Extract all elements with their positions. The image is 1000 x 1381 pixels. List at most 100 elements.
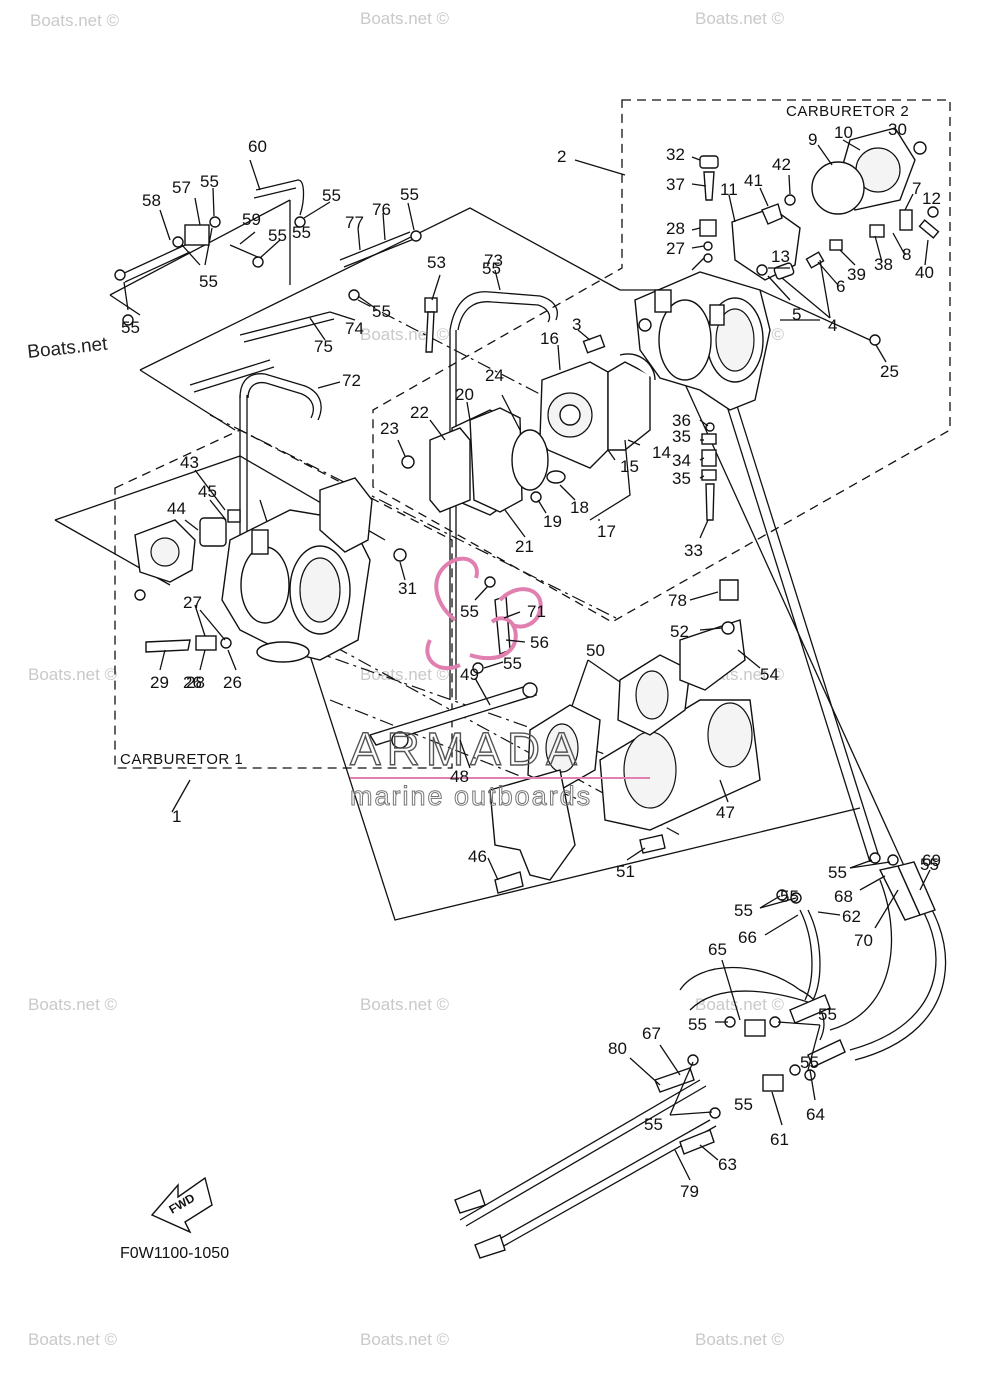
leader	[849, 859, 873, 869]
callout-number: 14	[652, 443, 671, 462]
carb-2-bore-inner	[715, 308, 755, 372]
callout-number: 43	[180, 453, 199, 472]
callout-number: 74	[345, 319, 364, 338]
rod-49-end	[391, 731, 409, 749]
callout-number: 27	[183, 593, 202, 612]
hose-66	[807, 909, 821, 1001]
leader	[382, 212, 386, 241]
leader	[699, 457, 705, 461]
callout-number: 24	[485, 366, 504, 385]
ring-26	[703, 253, 713, 263]
callout-number: 22	[410, 403, 429, 422]
leader	[691, 245, 705, 249]
callout-number: 32	[666, 145, 685, 164]
rod-end	[474, 1234, 506, 1259]
leader	[771, 1091, 783, 1126]
callout-number: 55	[644, 1115, 663, 1134]
carb-1-bore-inner	[299, 557, 341, 623]
callout-number: 75	[314, 337, 333, 356]
callout-number: 51	[616, 862, 635, 881]
leader	[788, 174, 791, 195]
logo-swirl	[434, 556, 479, 622]
callout-number: 9	[808, 130, 817, 149]
screw-13	[756, 264, 768, 276]
leader	[859, 875, 886, 891]
fitting-55	[789, 994, 831, 1024]
callout-number: 8	[902, 245, 911, 264]
callout-number: 19	[543, 512, 562, 531]
manifold-47-port	[707, 702, 753, 768]
rod-49-end	[522, 682, 538, 698]
callout-number: 73	[484, 251, 503, 270]
leader	[399, 561, 406, 581]
leader	[874, 889, 899, 929]
callout-number: 33	[684, 541, 703, 560]
assembly-line	[109, 294, 141, 316]
callout-number: 61	[770, 1130, 789, 1149]
leader	[505, 639, 526, 643]
callout-number: 26	[223, 673, 242, 692]
callout-number: 10	[834, 123, 853, 142]
leader	[626, 847, 646, 861]
callout-number: 62	[842, 907, 861, 926]
logo-swirl	[498, 587, 543, 629]
callout-number: 30	[888, 120, 907, 139]
pin-40	[918, 219, 940, 239]
leader	[587, 659, 621, 683]
callout-number: 11	[720, 180, 738, 199]
rod-end	[454, 1189, 486, 1214]
gasket-50-hole	[635, 670, 669, 720]
callout-number: 55	[780, 887, 799, 906]
callout-number: 3	[572, 315, 581, 334]
callout-number: 55	[200, 172, 219, 191]
callout-number: 45	[198, 482, 217, 501]
diaphragm-9	[811, 161, 865, 215]
leader	[817, 911, 841, 916]
callout-number: 55	[920, 855, 939, 874]
callout-number: 47	[716, 803, 735, 822]
callout-number: 48	[450, 767, 469, 786]
watermark-text: Boats.net ©	[695, 9, 785, 28]
brand-tagline: marine outboards	[350, 781, 592, 811]
callout-number: 56	[530, 633, 549, 652]
leader	[839, 249, 856, 266]
plate-22	[429, 427, 471, 513]
clip-55	[122, 314, 134, 326]
callout-number: 55	[268, 226, 287, 245]
callout-number: 66	[738, 928, 757, 947]
plate-41	[761, 203, 783, 225]
ring-36	[705, 422, 715, 432]
leader	[892, 232, 906, 256]
leader	[123, 281, 129, 311]
callout-number: 4	[828, 316, 837, 335]
leader	[669, 1111, 713, 1116]
leader	[407, 202, 415, 231]
rod-63	[485, 1125, 717, 1257]
rod-75b	[193, 366, 275, 393]
callout-number: 67	[642, 1024, 661, 1043]
cap-32	[699, 155, 719, 169]
carburetor-2-body	[401, 127, 940, 521]
callout-number: 28	[186, 673, 205, 692]
watermark-text: Boats.net ©	[360, 665, 450, 684]
callout-number: 27	[666, 239, 685, 258]
bolt-51	[639, 834, 666, 854]
pump-cover-16-port	[559, 404, 581, 426]
lever-7	[899, 209, 913, 231]
cable-end-69	[897, 861, 936, 916]
cover-45	[199, 517, 227, 547]
leader	[874, 235, 883, 263]
ring-18	[546, 470, 566, 484]
rod-75	[243, 318, 335, 343]
callout-number: 26	[183, 673, 202, 692]
hose	[664, 339, 906, 869]
callout-number: 36	[672, 411, 691, 430]
callout-number: 34	[672, 451, 691, 470]
clip-55	[709, 1107, 721, 1119]
rod-75	[239, 311, 331, 336]
hose-72	[247, 381, 314, 419]
leader	[227, 649, 237, 671]
clamp-53-strap	[425, 311, 435, 353]
tube-71	[494, 595, 511, 655]
leader	[659, 1044, 681, 1076]
